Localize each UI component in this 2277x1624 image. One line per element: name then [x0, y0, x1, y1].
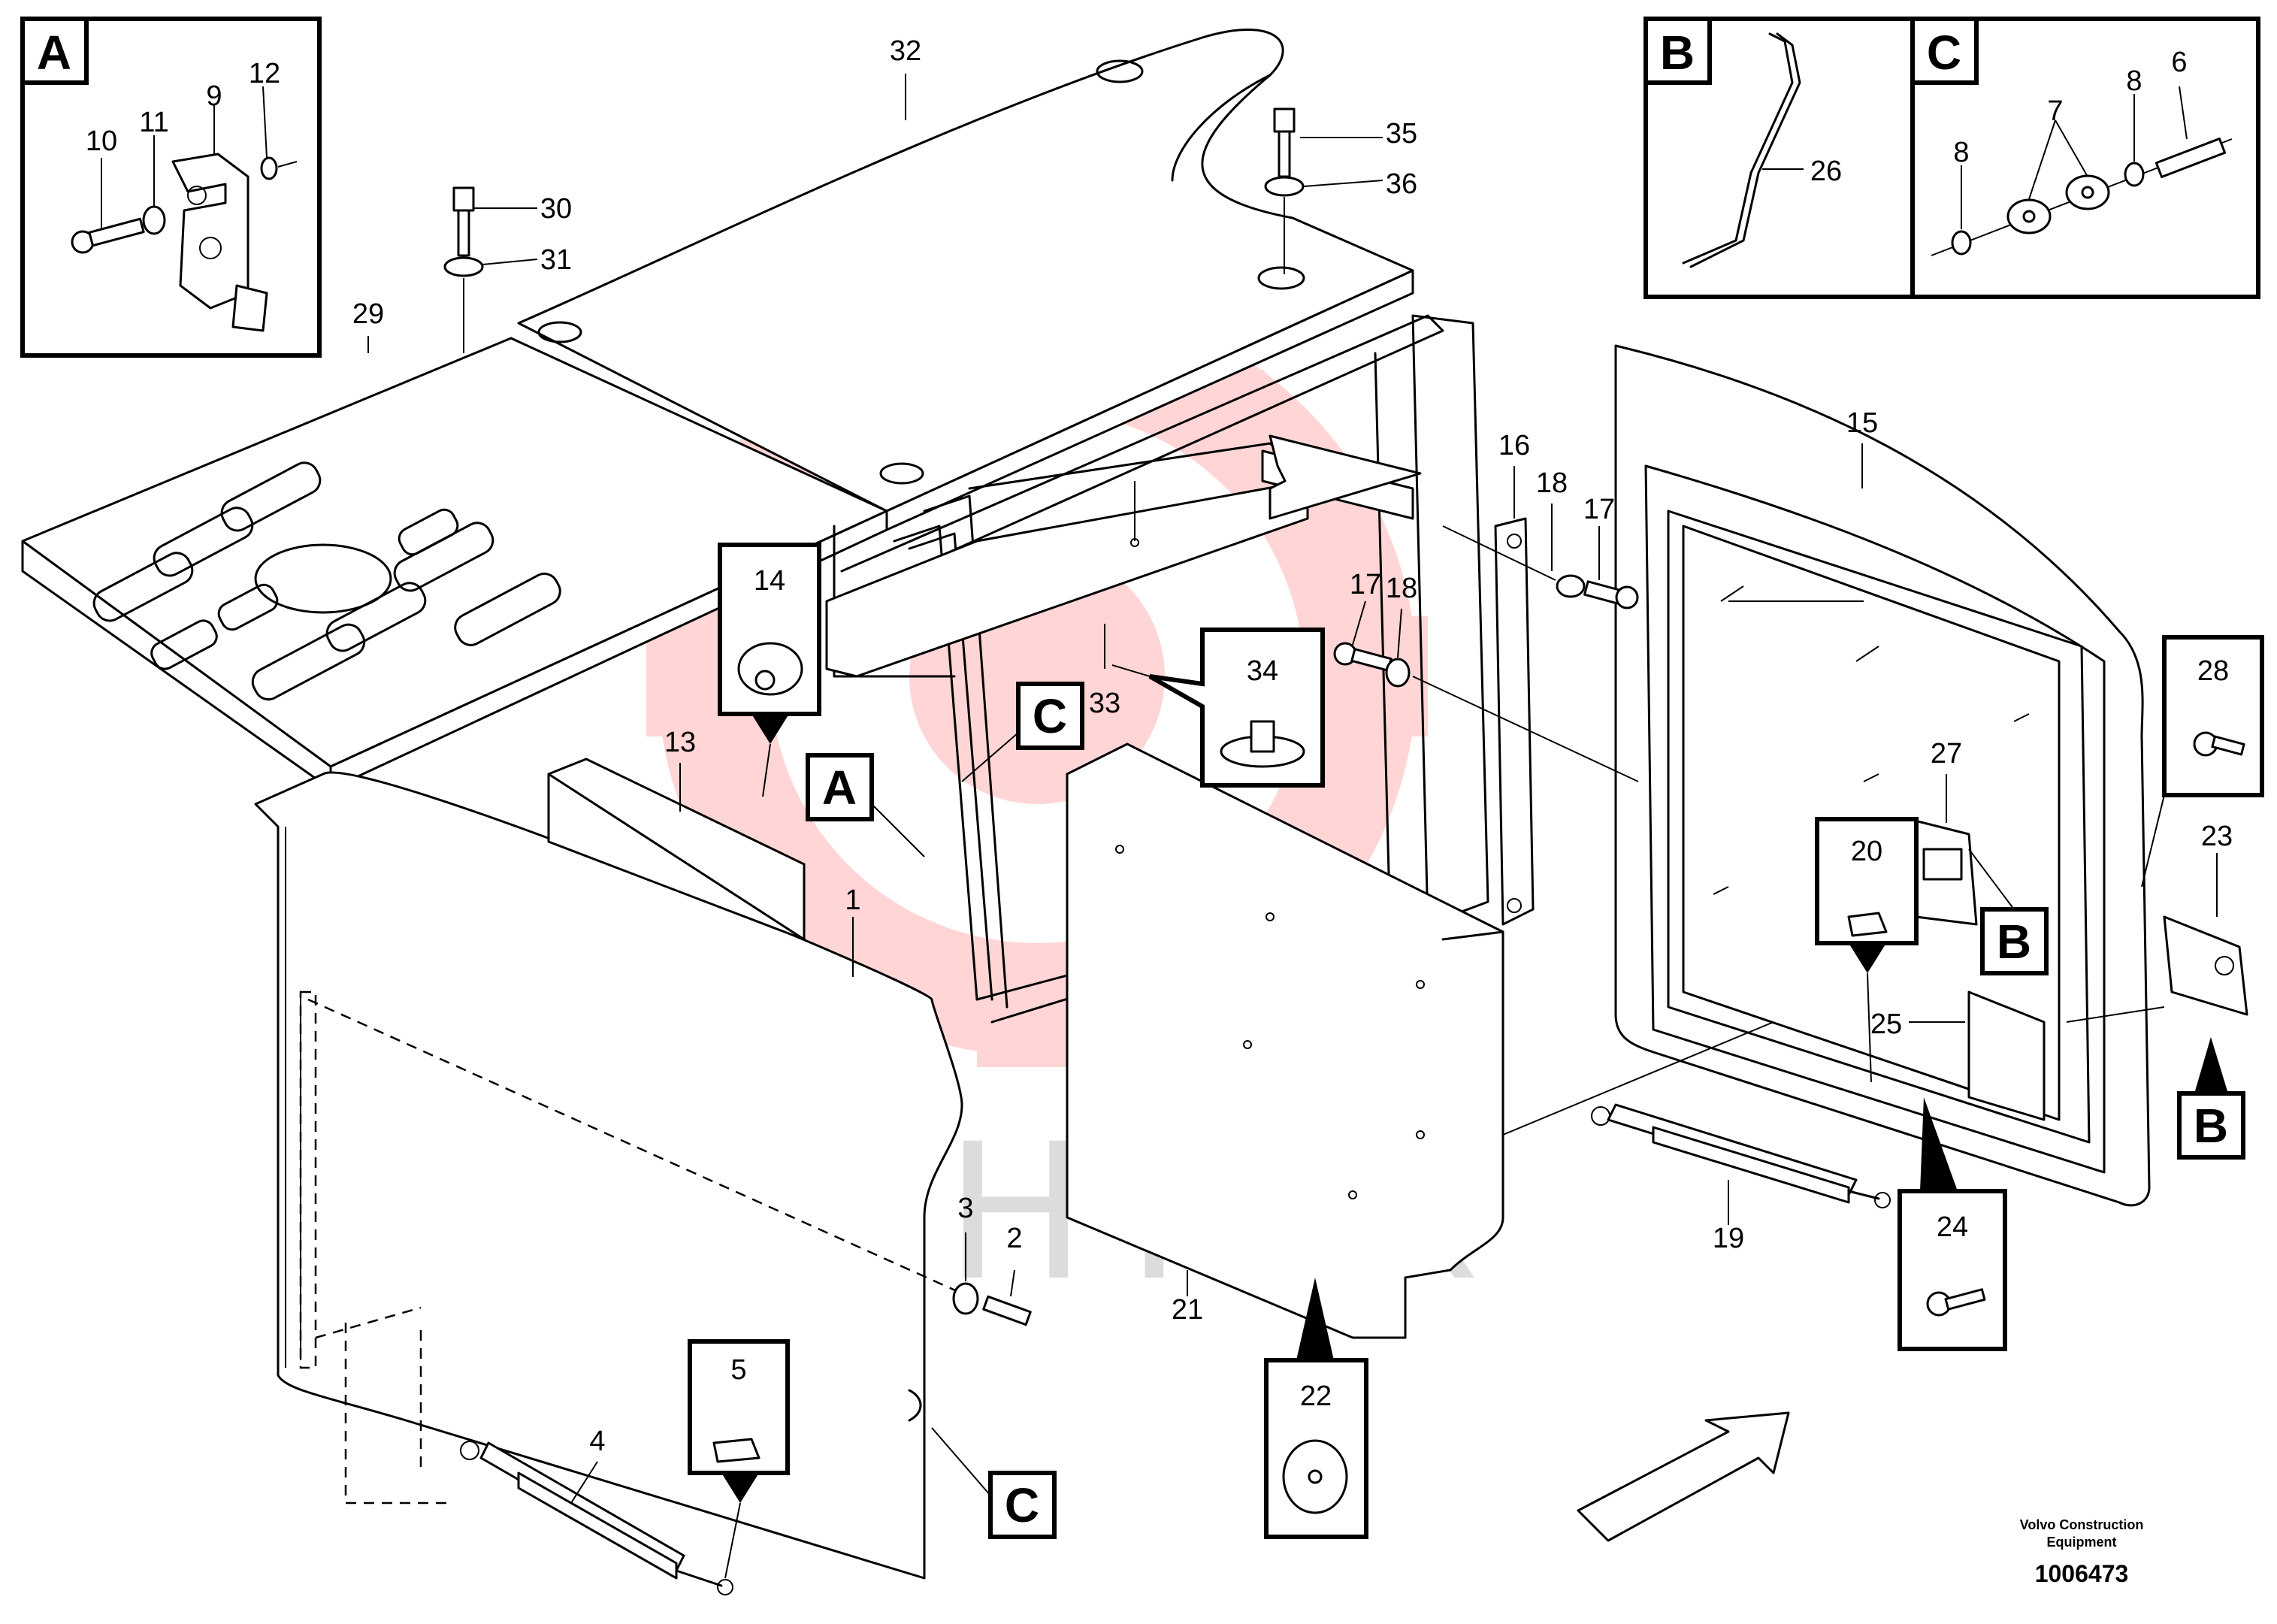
bolt-30-31: [443, 186, 484, 353]
callout-9: 9: [206, 80, 222, 112]
callout-17-upper: 17: [1583, 494, 1615, 525]
callout-30: 30: [540, 193, 572, 225]
callout-box-14: [718, 543, 821, 797]
bolt-17-18-lower: [1333, 642, 1639, 782]
callout-box-5: [688, 1339, 790, 1579]
callout-21: 21: [1172, 1294, 1203, 1326]
svg-text:A: A: [822, 761, 857, 815]
callout-box-22: [1264, 1278, 1368, 1539]
callout-16: 16: [1498, 430, 1530, 461]
footer-brand-line1: Volvo Construction: [2020, 1517, 2144, 1532]
svg-text:B: B: [2194, 1099, 2228, 1153]
callout-18-lower: 18: [1386, 573, 1417, 604]
callout-28: 28: [2197, 655, 2229, 687]
svg-text:C: C: [1005, 1478, 1039, 1532]
view-marker-b-middle: B: [1968, 848, 2049, 975]
bolt-35-36: [1264, 107, 1305, 274]
callout-23: 23: [2201, 821, 2233, 852]
callout-box-24: [1898, 1097, 2007, 1351]
bracket-25: [1967, 990, 2046, 1121]
callout-20: 20: [1851, 836, 1882, 867]
leader-lines: [101, 74, 2218, 1504]
callout-17-lower: 17: [1350, 569, 1381, 600]
detail-view-b: B: [1643, 17, 1917, 299]
footer-drawing-number: 1006473: [2035, 1560, 2129, 1587]
callout-25: 25: [1870, 1009, 1902, 1040]
panel-21: [1066, 742, 1504, 1339]
callout-33: 33: [1089, 688, 1120, 719]
callout-35: 35: [1386, 118, 1417, 150]
direction-arrow-icon: [1577, 1411, 1790, 1542]
callout-7: 7: [2047, 95, 2063, 127]
detail-view-a: A: [20, 17, 322, 358]
svg-text:B: B: [1997, 915, 2031, 969]
svg-text:C: C: [1033, 689, 1067, 743]
view-marker-a: A: [806, 753, 925, 857]
hinge-16: [1494, 517, 1535, 926]
gas-strut-4: [460, 1441, 733, 1595]
callout-27: 27: [1931, 738, 1962, 770]
callout-18-upper: 18: [1536, 467, 1568, 499]
callout-36: 36: [1386, 168, 1417, 200]
lock-23: [2163, 915, 2248, 1016]
callout-29: 29: [352, 298, 384, 330]
cab-frame: [825, 314, 1489, 1024]
callout-12: 12: [249, 58, 280, 89]
callout-11: 11: [139, 107, 168, 138]
right-door-15: [1614, 344, 2151, 1207]
callout-19: 19: [1713, 1223, 1744, 1254]
callout-box-34: [1111, 628, 1325, 788]
roof-top-32: [517, 29, 1414, 531]
callout-1: 1: [845, 885, 860, 916]
gas-strut-19: [1591, 1103, 1891, 1208]
callout-24: 24: [1937, 1211, 1968, 1243]
callout-15: 15: [1846, 407, 1878, 439]
callout-box-28: [2141, 635, 2264, 888]
callout-10: 10: [86, 126, 117, 157]
callout-34: 34: [1247, 655, 1278, 687]
detail-view-c: C: [1910, 17, 2260, 299]
bolt-17-18-upper: [1442, 525, 1639, 609]
detail-c-letter: C: [1927, 26, 1961, 80]
callout-3: 3: [957, 1193, 973, 1224]
view-marker-c-lower: C: [931, 1427, 1057, 1539]
callout-box-20: [1815, 817, 1919, 1083]
callout-2: 2: [1006, 1223, 1022, 1254]
view-marker-c-upper: C: [961, 682, 1084, 782]
latch-27: [1907, 818, 1978, 926]
callout-numbers: 1 2 3 4 5 6 7 8 8 9 10 11 12 13 14 15 16…: [86, 35, 2233, 1457]
callout-32: 32: [890, 35, 921, 67]
panel-13: [547, 758, 806, 941]
detail-b-letter: B: [1660, 26, 1695, 80]
callout-13: 13: [664, 727, 696, 758]
footer-brand-line2: Equipment: [2047, 1535, 2117, 1550]
callout-6: 6: [2171, 47, 2187, 78]
callout-26: 26: [1810, 156, 1842, 187]
callout-22: 22: [1300, 1381, 1332, 1412]
callout-4: 4: [589, 1426, 605, 1457]
view-marker-b-right: B: [2177, 1037, 2245, 1160]
callout-8-upper: 8: [2126, 65, 2142, 97]
callout-5: 5: [730, 1354, 746, 1386]
detail-a-letter: A: [37, 26, 71, 80]
callout-14: 14: [754, 565, 785, 597]
washer-3: [952, 1282, 979, 1315]
callout-31: 31: [540, 244, 572, 276]
callout-8-lower: 8: [1953, 137, 1969, 168]
